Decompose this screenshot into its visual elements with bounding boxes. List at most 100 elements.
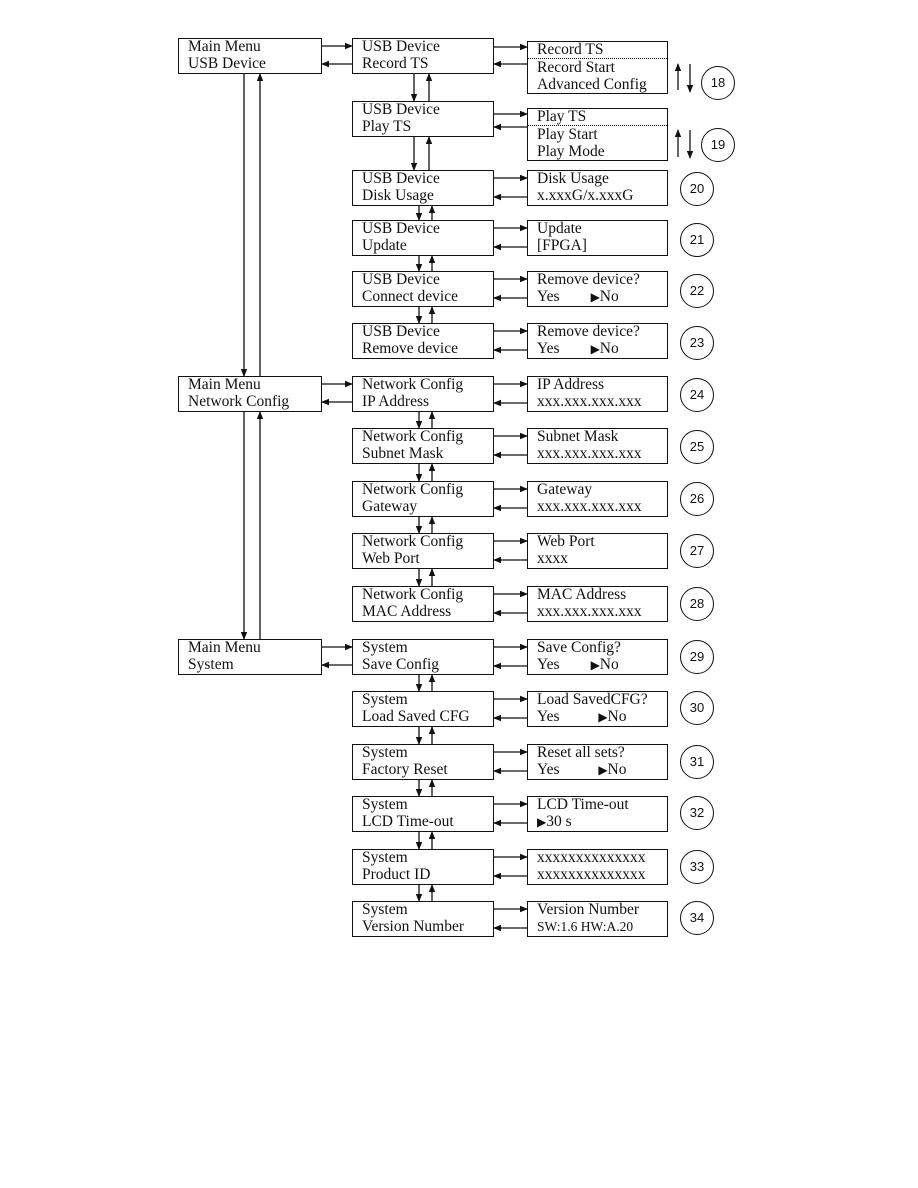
option-yes: Yes — [537, 340, 560, 357]
detail-line1: Save Config? — [537, 639, 621, 656]
detail-line2: xxx.xxx.xxx.xxx — [537, 498, 642, 515]
detail-factory-reset: Reset all sets? Yes ▶No — [527, 744, 668, 780]
detail-line1: Reset all sets? — [537, 744, 625, 761]
submenu-line1: System — [362, 691, 408, 708]
submenu-subnet-mask: Network Config Subnet Mask — [352, 428, 494, 464]
detail-mac-address: MAC Address xxx.xxx.xxx.xxx — [527, 586, 668, 622]
detail-play-ts: Play TS Play Start Play Mode — [527, 108, 668, 161]
submenu-remove-device: USB Device Remove device — [352, 323, 494, 359]
submenu-line1: Network Config — [362, 428, 464, 445]
submenu-line1: USB Device — [362, 38, 440, 55]
step-badge: 31 — [680, 745, 714, 779]
main-menu-line2: Network Config — [188, 393, 290, 410]
detail-product-id: xxxxxxxxxxxxxx xxxxxxxxxxxxxx — [527, 849, 668, 885]
detail-update: Update [FPGA] — [527, 220, 668, 256]
detail-line2: Yes ▶No — [537, 761, 667, 779]
main-menu-network-config: Main Menu Network Config — [178, 376, 322, 412]
selector-arrow-icon: ▶ — [537, 815, 547, 829]
detail-lcd-time-out: LCD Time-out ▶30 s — [527, 796, 668, 832]
detail-line2: xxxxxxxxxxxxxx — [537, 866, 646, 883]
detail-remove-prompt: Remove device? Yes ▶No — [527, 323, 668, 359]
detail-line1: Update — [537, 220, 582, 237]
option-no: No — [607, 761, 627, 778]
step-badge: 21 — [680, 223, 714, 257]
submenu-line1: USB Device — [362, 271, 440, 288]
submenu-web-port: Network Config Web Port — [352, 533, 494, 569]
submenu-factory-reset: System Factory Reset — [352, 744, 494, 780]
detail-line2: Yes ▶No — [537, 708, 667, 726]
detail-line2: xxx.xxx.xxx.xxx — [537, 603, 642, 620]
dotted-divider — [528, 125, 667, 126]
submenu-line2: Version Number — [362, 918, 465, 935]
step-badge: 33 — [680, 850, 714, 884]
detail-line1: Disk Usage — [537, 170, 609, 187]
submenu-line1: USB Device — [362, 220, 440, 237]
detail-line2: x.xxxG/x.xxxG — [537, 187, 634, 204]
submenu-line1: System — [362, 639, 408, 656]
detail-line2: xxxx — [537, 550, 568, 567]
step-badge: 23 — [680, 326, 714, 360]
submenu-mac-address: Network Config MAC Address — [352, 586, 494, 622]
step-badge: 32 — [680, 796, 714, 830]
step-badge: 22 — [680, 274, 714, 308]
detail-record-ts: Record TS Record Start Advanced Config — [527, 41, 668, 94]
option-no: No — [599, 288, 619, 305]
step-badge: 30 — [680, 691, 714, 725]
detail-line3: Advanced Config — [537, 76, 647, 93]
submenu-line1: System — [362, 849, 408, 866]
detail-line1: IP Address — [537, 376, 605, 393]
submenu-line2: Remove device — [362, 340, 458, 357]
step-badge: 26 — [680, 482, 714, 516]
submenu-gateway: Network Config Gateway — [352, 481, 494, 517]
step-badge: 28 — [680, 587, 714, 621]
option-yes: Yes — [537, 288, 560, 305]
main-menu-line1: Main Menu — [188, 376, 261, 393]
submenu-line1: Network Config — [362, 481, 464, 498]
submenu-product-id: System Product ID — [352, 849, 494, 885]
submenu-line2: IP Address — [362, 393, 430, 410]
submenu-lcd-time-out: System LCD Time-out — [352, 796, 494, 832]
main-menu-line1: Main Menu — [188, 38, 261, 55]
detail-web-port: Web Port xxxx — [527, 533, 668, 569]
detail-line2: Play Start — [537, 126, 598, 143]
submenu-line2: Load Saved CFG — [362, 708, 470, 725]
submenu-line1: System — [362, 901, 408, 918]
detail-line1: xxxxxxxxxxxxxx — [537, 849, 646, 866]
submenu-line1: Network Config — [362, 533, 464, 550]
main-menu-usb-device: Main Menu USB Device — [178, 38, 322, 74]
option-no: No — [607, 708, 627, 725]
detail-line1: LCD Time-out — [537, 796, 629, 813]
main-menu-line2: USB Device — [188, 55, 266, 72]
detail-line2: SW:1.6 HW:A.20 — [537, 919, 634, 934]
main-menu-line2: System — [188, 656, 234, 673]
step-badge: 24 — [680, 378, 714, 412]
main-menu-system: Main Menu System — [178, 639, 322, 675]
submenu-save-config: System Save Config — [352, 639, 494, 675]
detail-line3: Play Mode — [537, 143, 605, 160]
submenu-line2: Disk Usage — [362, 187, 434, 204]
submenu-disk-usage: USB Device Disk Usage — [352, 170, 494, 206]
step-badge: 27 — [680, 534, 714, 568]
submenu-version-number: System Version Number — [352, 901, 494, 937]
detail-line2: xxx.xxx.xxx.xxx — [537, 445, 642, 462]
main-menu-line1: Main Menu — [188, 639, 261, 656]
step-badge: 19 — [701, 128, 735, 162]
detail-save-config: Save Config? Yes ▶No — [527, 639, 668, 675]
step-badge: 29 — [680, 640, 714, 674]
submenu-line2: Web Port — [362, 550, 420, 567]
submenu-line1: Network Config — [362, 586, 464, 603]
detail-line2: ▶30 s — [537, 813, 667, 831]
detail-line1: Remove device? — [537, 323, 640, 340]
option-yes: Yes — [537, 656, 560, 673]
dotted-divider — [528, 58, 667, 59]
submenu-line2: Save Config — [362, 656, 440, 673]
detail-load-saved-cfg: Load SavedCFG? Yes ▶No — [527, 691, 668, 727]
detail-line1: Remove device? — [537, 271, 640, 288]
submenu-line2: Product ID — [362, 866, 431, 883]
option-no: No — [599, 340, 619, 357]
detail-disk-usage: Disk Usage x.xxxG/x.xxxG — [527, 170, 668, 206]
detail-line1: MAC Address — [537, 586, 627, 603]
submenu-ip-address: Network Config IP Address — [352, 376, 494, 412]
detail-line2: xxx.xxx.xxx.xxx — [537, 393, 642, 410]
submenu-connect-device: USB Device Connect device — [352, 271, 494, 307]
